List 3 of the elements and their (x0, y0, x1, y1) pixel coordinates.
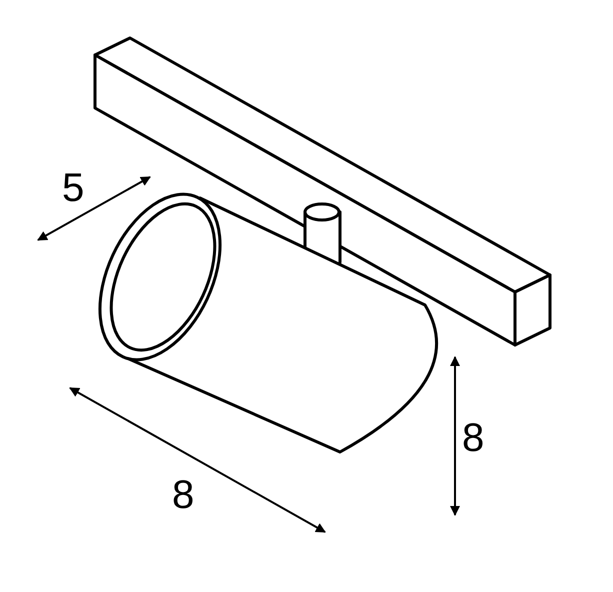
dimension-label: 8 (172, 475, 194, 515)
dimension-label: 5 (62, 168, 84, 208)
dimension-label: 8 (462, 418, 484, 458)
